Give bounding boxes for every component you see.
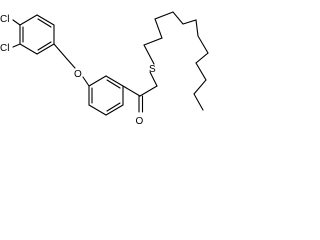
cl-mid-bond	[12, 43, 21, 48]
phenylene-ring	[88, 75, 124, 116]
cl-top-bond	[12, 19, 21, 26]
chlorine-label-mid: Cl	[0, 43, 9, 54]
carbonyl-ch2-bond	[139, 85, 158, 97]
ether-bond-right	[82, 76, 90, 87]
benzyl-bond	[53, 43, 68, 60]
ether-bond-left	[66, 58, 76, 69]
chlorine-label-top: Cl	[0, 14, 9, 25]
chemical-structure: Cl Cl O O S	[0, 11, 209, 127]
sulfur-label: S	[149, 64, 156, 75]
ether-oxygen-label: O	[74, 69, 82, 80]
dodecyl-chain	[143, 11, 209, 111]
aryl-carbonyl-bond	[122, 85, 141, 97]
carbonyl-oxygen-label: O	[136, 116, 144, 127]
dichlorophenyl-ring	[19, 14, 55, 55]
ch2-sulfur-bond	[149, 71, 158, 87]
